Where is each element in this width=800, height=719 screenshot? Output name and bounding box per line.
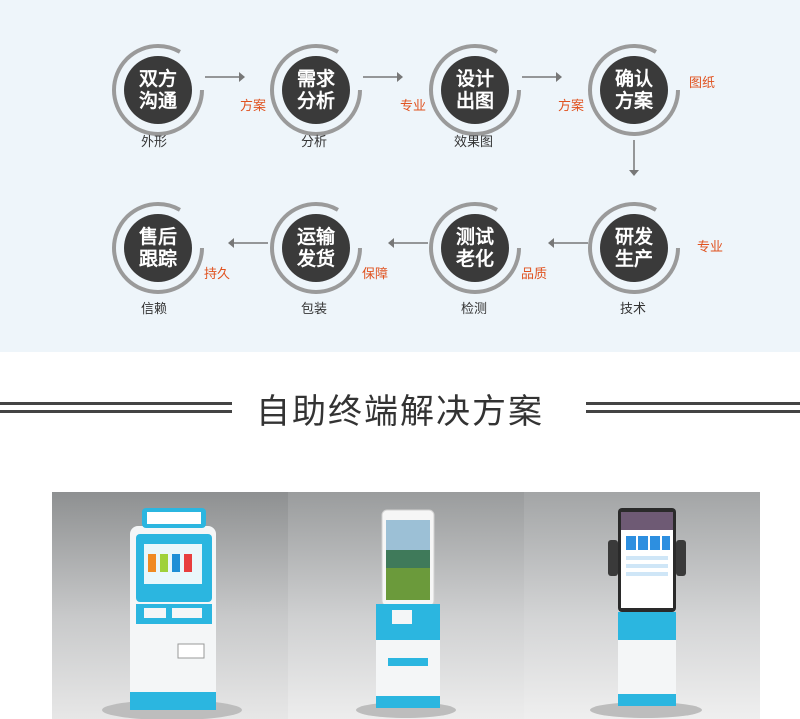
step-ring-icon: [588, 202, 680, 294]
arrow-left-icon: [228, 238, 268, 248]
step-title-line2: 方案: [614, 90, 653, 112]
process-step-analysis: 需求分析: [266, 40, 366, 140]
step-title-line2: 出图: [455, 90, 494, 112]
step-title-line2: 老化: [455, 248, 494, 270]
step-ring-icon: [429, 44, 521, 136]
kiosk-photo-2: [288, 492, 524, 719]
step-label: 技术: [620, 302, 647, 317]
process-step-communication: 双方沟通: [108, 40, 208, 140]
arrow-left-icon: [548, 238, 588, 248]
step-ring-icon: [112, 44, 204, 136]
step-label: 保障: [362, 267, 389, 282]
kiosk-image: [590, 508, 702, 718]
step-title-line1: 需求: [296, 68, 335, 90]
section-title-text: 自助终端解决方案: [242, 392, 558, 432]
step-title-line1: 确认: [614, 68, 653, 90]
step-label: 持久: [204, 267, 231, 282]
kiosk-photo-3: [524, 492, 760, 719]
step-title-line2: 生产: [614, 248, 653, 270]
step-title-line2: 分析: [296, 90, 335, 112]
step-label: 分析: [301, 135, 328, 150]
step-label: 方案: [240, 99, 267, 114]
arrow-left-icon: [388, 238, 428, 248]
step-title-line1: 测试: [455, 226, 494, 248]
process-step-testing: 测试老化: [425, 198, 525, 298]
process-step-confirm: 确认方案: [584, 40, 684, 140]
step-ring-icon: [429, 202, 521, 294]
step-label: 品质: [521, 267, 548, 282]
process-step-production: 研发生产: [584, 198, 684, 298]
step-title-line1: 研发: [614, 226, 653, 248]
step-label: 图纸: [689, 76, 716, 91]
banner-line-right: [586, 402, 800, 405]
banner-line-left: [0, 410, 232, 413]
kiosk-image: [102, 508, 242, 719]
step-title-line1: 运输: [296, 226, 335, 248]
step-title-line1: 双方: [138, 68, 177, 90]
step-ring-icon: [270, 202, 362, 294]
banner-line-right: [586, 410, 800, 413]
section-banner: 自助终端解决方案: [0, 376, 800, 432]
arrow-down-icon: [629, 140, 639, 176]
step-label: 外形: [141, 135, 168, 150]
step-label: 专业: [697, 240, 724, 255]
section-title: 自助终端解决方案: [0, 384, 800, 433]
arrow-right-icon: [205, 72, 245, 82]
step-label: 包装: [301, 302, 328, 317]
kiosk-image: [356, 509, 456, 718]
step-label: 方案: [558, 99, 585, 114]
process-step-design: 设计出图: [425, 40, 525, 140]
step-title-line1: 设计: [455, 68, 494, 90]
arrow-right-icon: [522, 72, 562, 82]
kiosk-photo-1: [52, 492, 288, 719]
process-step-aftersales: 售后跟踪: [108, 198, 208, 298]
step-title-line2: 跟踪: [138, 248, 177, 270]
arrow-right-icon: [363, 72, 403, 82]
process-step-shipping: 运输发货: [266, 198, 366, 298]
step-title-line2: 发货: [296, 248, 335, 270]
product-photos: [52, 492, 760, 719]
step-ring-icon: [270, 44, 362, 136]
step-label: 检测: [461, 302, 488, 317]
banner-line-left: [0, 402, 232, 405]
step-label: 效果图: [454, 135, 494, 150]
step-ring-icon: [588, 44, 680, 136]
step-title-line2: 沟通: [138, 90, 177, 112]
process-diagram: 双方沟通 需求分析 设计出图 确认方案 研发生产: [0, 0, 800, 352]
step-title-line1: 售后: [138, 226, 177, 248]
step-label: 专业: [400, 99, 427, 114]
step-ring-icon: [112, 202, 204, 294]
step-label: 信赖: [141, 302, 168, 317]
